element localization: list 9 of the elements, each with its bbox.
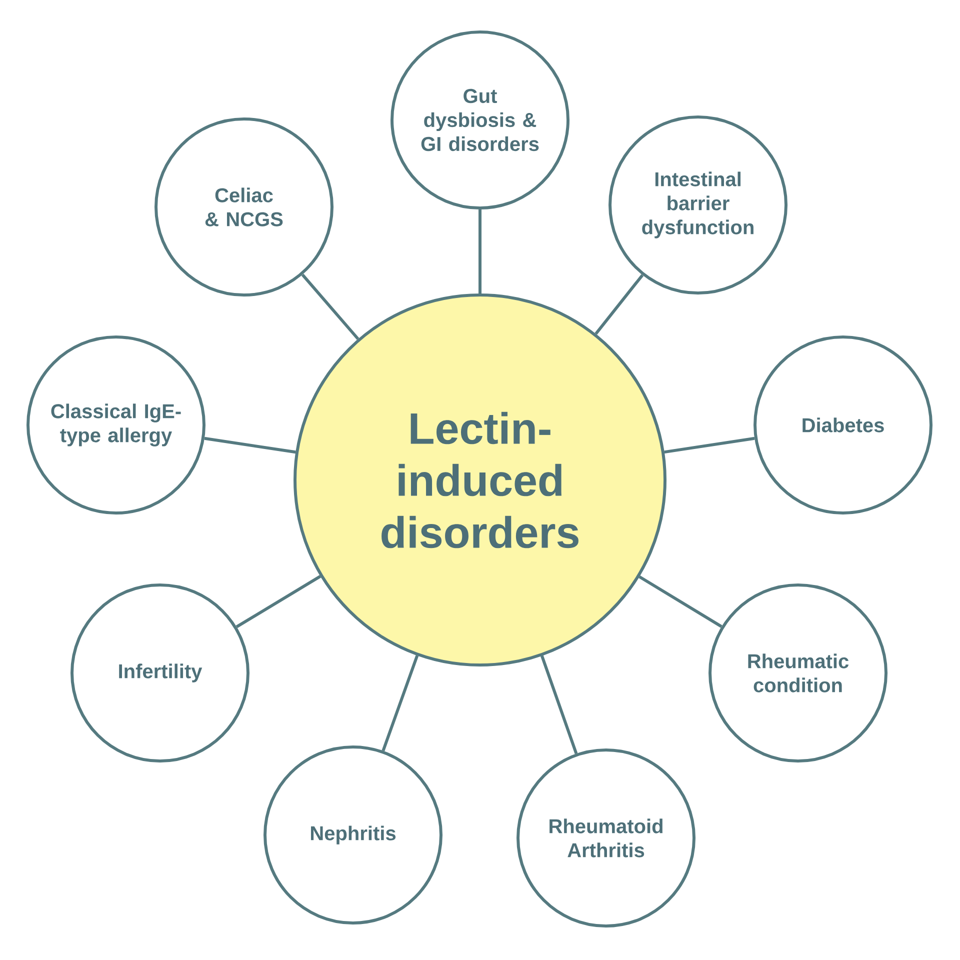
- connector-line: [638, 575, 722, 628]
- connector-line: [478, 210, 482, 294]
- connector-line: [540, 655, 578, 754]
- connector-line: [594, 274, 644, 335]
- connector-line: [301, 274, 360, 340]
- connector-line: [236, 575, 322, 628]
- connector-line: [204, 436, 296, 454]
- connector-line: [382, 655, 419, 752]
- connector-line: [664, 436, 755, 454]
